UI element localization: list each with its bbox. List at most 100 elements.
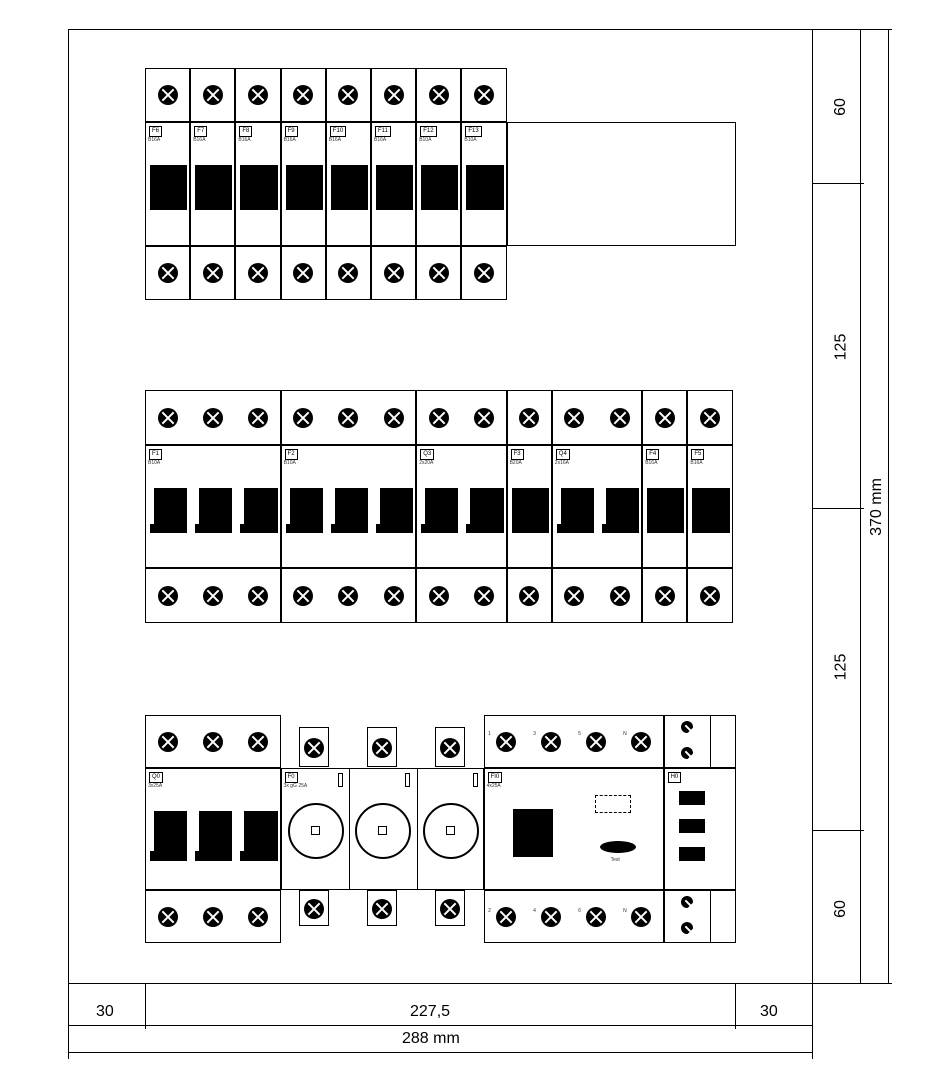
terminal-screw-icon [474, 263, 494, 283]
dim-right-4: 60 [831, 900, 849, 918]
terminal-block-bottom [461, 246, 507, 300]
terminal-block-top [506, 390, 552, 445]
fuse-indicator-icon [405, 773, 411, 787]
module-rating: 4x25A [486, 783, 501, 789]
dim-bottom-total: 288 mm [402, 1030, 460, 1047]
module-label: F2 [284, 449, 298, 460]
terminal-screw-icon [680, 747, 693, 759]
dim-ext [812, 29, 892, 30]
indicator-lamp [678, 791, 705, 805]
terminal-screw-icon [383, 85, 404, 105]
terminal-screw-icon [248, 85, 268, 105]
terminal-screw-icon [248, 906, 268, 927]
terminal-screw-icon [586, 906, 607, 927]
breaker-handle [466, 488, 504, 533]
terminal-screw-icon [157, 585, 178, 606]
terminal-screw-icon [439, 737, 460, 758]
dim-ext [812, 830, 864, 831]
dim-ext [812, 183, 864, 184]
terminal-block-top [280, 68, 326, 122]
module-label: F10 [329, 126, 347, 137]
module-label: F1 [149, 449, 163, 460]
breaker-handle [692, 488, 730, 533]
module-rating: B10A [148, 460, 161, 466]
fuse-indicator-icon [337, 773, 343, 787]
module-label: F12 [420, 126, 437, 137]
terminal-screw-icon [564, 407, 585, 428]
dim-ext [812, 983, 892, 984]
terminal-screw-icon [248, 585, 268, 606]
dim-line-edge [812, 29, 813, 1059]
module-label: FI0 [487, 772, 503, 783]
rcd-schematic-icon [594, 795, 631, 813]
breaker-handle [556, 488, 594, 533]
breaker-handle [195, 811, 233, 861]
terminal-screw-icon [338, 585, 359, 606]
breaker-handle [150, 165, 188, 210]
dim-right-2: 125 [832, 333, 850, 361]
breaker-handle [376, 165, 414, 210]
dim-right-total: 370 mm [867, 478, 885, 536]
breaker-handle [601, 488, 640, 533]
breaker-handle [240, 165, 278, 210]
pole-divider [349, 769, 351, 889]
terminal-screw-icon [609, 585, 630, 606]
terminal-screw-icon [383, 263, 404, 283]
module-label: F8 [239, 126, 253, 137]
terminal-block-bottom [687, 568, 733, 623]
indicator-lamp [678, 819, 705, 833]
terminal-screw-icon [202, 263, 223, 283]
terminal-screw-icon [428, 263, 449, 283]
terminal-screw-icon [202, 731, 223, 752]
terminal-screw-icon [654, 585, 675, 606]
terminal-screw-icon [372, 737, 393, 758]
terminal-screw-icon [383, 585, 404, 606]
terminal-screw-icon [338, 407, 359, 428]
terminal-screw-icon [383, 407, 404, 428]
terminal-screw-icon [700, 585, 720, 606]
module-label: F0 [284, 772, 298, 783]
terminal-screw-icon [202, 906, 223, 927]
terminal-number: 6 [578, 908, 581, 914]
terminal-screw-icon [428, 85, 449, 105]
terminal-number: 1 [488, 731, 491, 737]
dim-right-3: 125 [832, 653, 850, 681]
terminal-screw-icon [157, 407, 178, 428]
terminal-number: N [623, 908, 627, 914]
terminal-screw-icon [202, 585, 223, 606]
terminal-screw-icon [680, 922, 693, 934]
terminal-screw-icon [586, 731, 607, 752]
terminal-screw-icon [248, 407, 268, 428]
terminal-block-top [371, 68, 417, 122]
terminal-screw-icon [372, 898, 393, 919]
module-label: F3 [510, 449, 524, 460]
breaker-handle [421, 488, 459, 533]
module-rating: B10A [419, 137, 432, 143]
dim-bottom-1: 30 [96, 1003, 114, 1020]
module-rating: B16A [690, 460, 703, 466]
breaker-handle [195, 165, 233, 210]
terminal-screw-icon [700, 407, 720, 428]
module-label: F6 [149, 126, 163, 137]
terminal-number: N [623, 731, 627, 737]
terminal-screw-icon [248, 263, 268, 283]
breaker-handle [375, 488, 414, 533]
terminal-screw-icon [474, 585, 494, 606]
dim-bottom-2: 227,5 [410, 1003, 451, 1020]
terminal-screw-icon [157, 85, 178, 105]
module-rating: B10A [464, 137, 477, 143]
fuse-cap-icon [445, 826, 455, 835]
